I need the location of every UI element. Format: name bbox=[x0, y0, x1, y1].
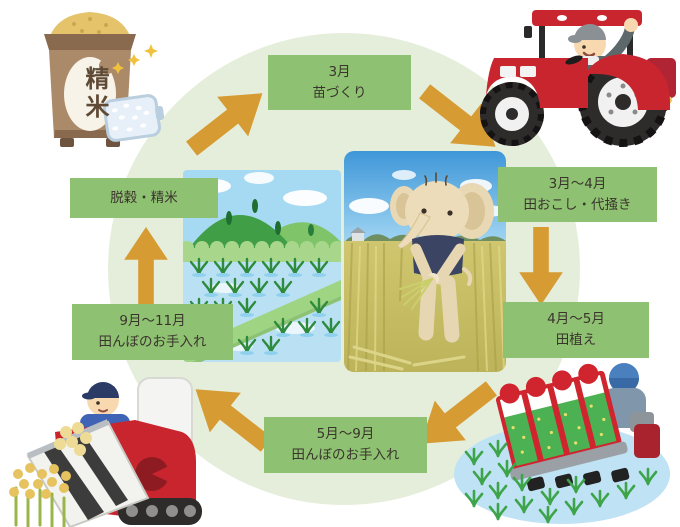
stage-period: 3月 bbox=[328, 63, 351, 80]
arrow-up-right-icon bbox=[174, 70, 281, 171]
stage-task: 田んぼのお手入れ bbox=[291, 447, 400, 463]
tractor-illustration bbox=[478, 0, 680, 150]
stage-task: 田植え bbox=[555, 332, 597, 348]
arrow-down-icon bbox=[514, 227, 568, 305]
stage-task: 脱穀・精米 bbox=[110, 189, 178, 206]
stage-box-seedling: 3月 苗づくり bbox=[268, 55, 411, 110]
stage-box-plowing: 3月～4月 田おこし・代掻き bbox=[498, 167, 657, 222]
stage-period: 5月～9月 bbox=[316, 426, 375, 443]
elephant-mascot-photo bbox=[344, 151, 506, 372]
stage-task: 田んぼのお手入れ bbox=[98, 334, 207, 350]
stage-task: 田おこし・代掻き bbox=[523, 196, 632, 213]
stage-period: 9月～11月 bbox=[119, 313, 186, 330]
stage-box-threshing: 脱穀・精米 bbox=[70, 178, 218, 218]
polished-rice-bag-illustration bbox=[14, 6, 166, 154]
stage-task: 苗づくり bbox=[312, 84, 367, 101]
arrow-down-right-icon bbox=[407, 68, 514, 169]
arrow-up-icon bbox=[119, 227, 173, 305]
rice-transplanter-illustration bbox=[452, 362, 680, 527]
stage-box-planting: 4月～5月 田植え bbox=[503, 302, 649, 358]
combine-harvester-illustration bbox=[0, 370, 205, 527]
stage-box-care-summer: 5月～9月 田んぼのお手入れ bbox=[264, 417, 427, 473]
rice-bag-label: 精米 bbox=[81, 66, 109, 122]
stage-period: 4月～5月 bbox=[547, 311, 605, 328]
stage-period: 3月～4月 bbox=[548, 175, 607, 192]
stage-box-care-autumn: 9月～11月 田んぼのお手入れ bbox=[72, 304, 233, 360]
arrow-down-left-icon bbox=[403, 365, 510, 466]
arrow-up-left-icon bbox=[178, 366, 285, 467]
